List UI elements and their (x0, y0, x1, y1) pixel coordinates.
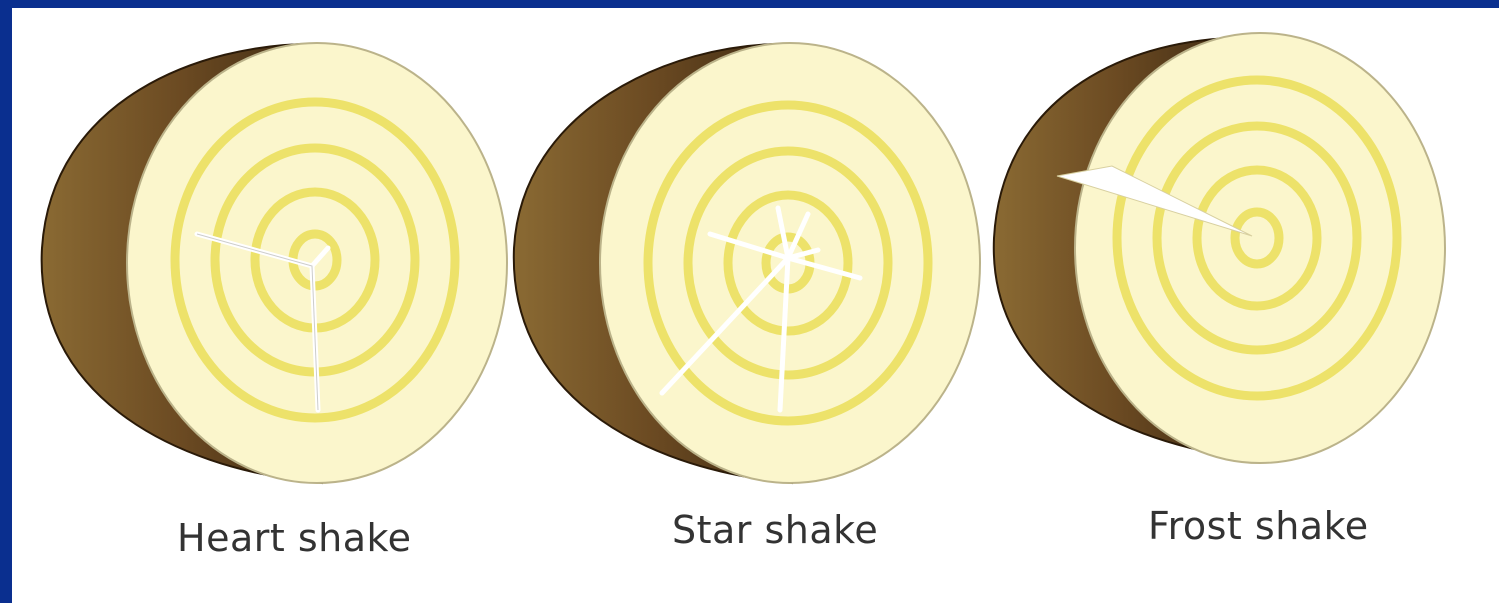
caption-star-shake: Star shake (672, 508, 878, 552)
caption-frost-shake: Frost shake (1148, 504, 1369, 548)
diagram-panel: Heart shake Star shake Frost shake (12, 8, 1499, 603)
caption-heart-shake: Heart shake (177, 516, 412, 560)
heart-shake-log (42, 43, 507, 483)
frost-shake-log (994, 33, 1445, 463)
star-shake-log (514, 43, 980, 483)
